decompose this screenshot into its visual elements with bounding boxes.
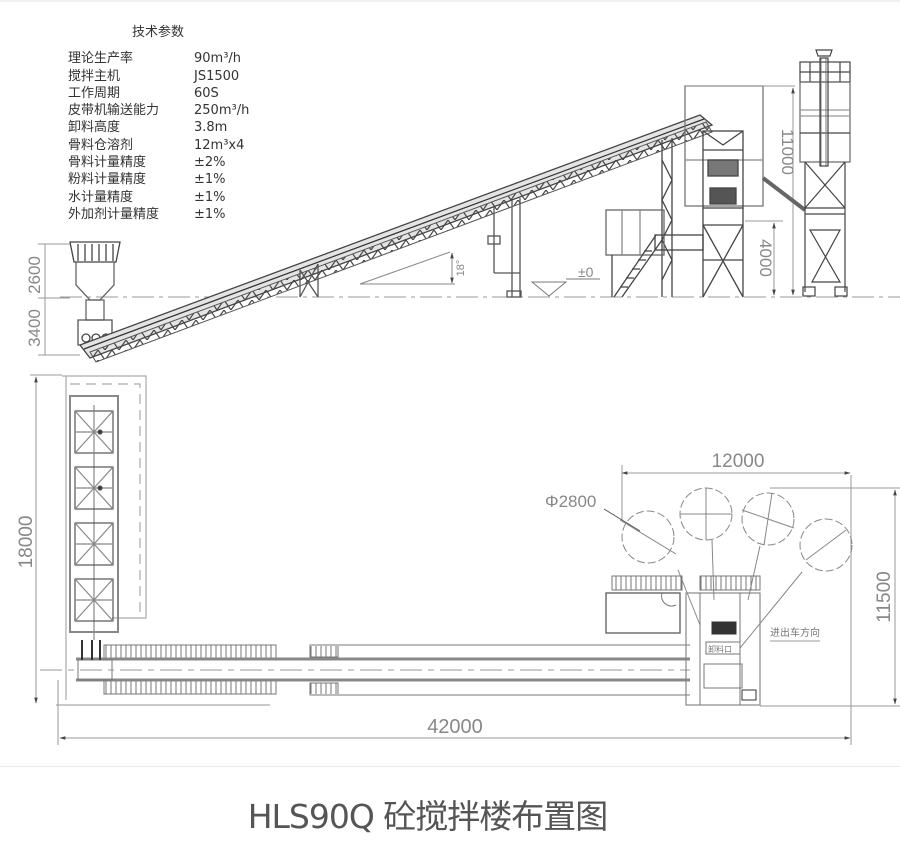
spec-value: 90m³/h bbox=[194, 51, 242, 67]
spec-value: 12m³x4 bbox=[194, 137, 245, 153]
spec-label: 理论生产率 bbox=[68, 51, 134, 67]
mixer-label: 卸料口 bbox=[708, 644, 732, 654]
tower-dims bbox=[685, 85, 795, 296]
spec-table: 技术参数 理论生产率 90m³/h 搅拌主机 JS1500 工作周期 60S 皮带机输… bbox=[68, 24, 249, 223]
spec-row: 理论生产率 90m³/h bbox=[68, 50, 249, 67]
belt-conveyor bbox=[78, 114, 714, 363]
dim-silo-span: 12000 bbox=[712, 451, 765, 472]
spec-row: 卸料高度 3.8m bbox=[68, 119, 249, 136]
spec-label: 外加剂计量精度 bbox=[68, 206, 160, 222]
truck-direction-label: 进出车方向 bbox=[770, 626, 820, 639]
spec-label: 粉料计量精度 bbox=[68, 172, 147, 188]
spec-label: 骨料计量精度 bbox=[68, 155, 147, 171]
spec-label: 卸料高度 bbox=[68, 120, 121, 136]
spec-row: 皮带机输送能力 250m³/h bbox=[68, 102, 249, 119]
ground-marker bbox=[530, 278, 600, 297]
spec-row: 骨料仓溶剂 12m³x4 bbox=[68, 137, 249, 154]
spec-value: ±2% bbox=[194, 155, 226, 171]
dim-bin-length: 18000 bbox=[16, 516, 37, 569]
aggregate-hopper bbox=[69, 241, 121, 346]
spec-label: 工作周期 bbox=[68, 85, 121, 101]
spec-value: JS1500 bbox=[194, 68, 240, 84]
silo-span-dim bbox=[621, 465, 851, 520]
spec-value: 60S bbox=[194, 85, 219, 101]
dim-ground-level: ±0 bbox=[578, 264, 594, 280]
spec-row: 骨料计量精度 ±2% bbox=[68, 154, 249, 171]
spec-value: ±1% bbox=[194, 189, 226, 205]
spec-row: 粉料计量精度 ±1% bbox=[68, 171, 249, 188]
cement-silo bbox=[799, 49, 851, 297]
silo-circles bbox=[621, 487, 853, 572]
tower-plan bbox=[605, 575, 761, 706]
bins-dim bbox=[30, 374, 62, 704]
dim-platform-height: 4000 bbox=[756, 239, 775, 277]
dim-total-length: 42000 bbox=[427, 716, 483, 738]
dim-hopper-height: 2600 bbox=[25, 256, 44, 294]
spec-row: 水计量精度 ±1% bbox=[68, 189, 249, 206]
spec-label: 搅拌主机 bbox=[68, 68, 121, 84]
dim-tower-height: 11000 bbox=[778, 129, 797, 175]
dim-silo-diameter: Φ2800 bbox=[545, 492, 596, 511]
layout-drawing: 2600 3400 18° bbox=[16, 49, 900, 745]
spec-label: 骨料仓溶剂 bbox=[68, 137, 134, 153]
spec-value: ±1% bbox=[194, 206, 226, 222]
total-dim bbox=[57, 475, 852, 745]
dim-hopper-base: 3400 bbox=[25, 309, 44, 347]
left-elevation-dims bbox=[38, 243, 80, 356]
elevation-view: 2600 3400 18° bbox=[25, 49, 900, 363]
caption-separator bbox=[0, 766, 900, 767]
conveyor-supports bbox=[299, 198, 522, 298]
spec-value: 3.8m bbox=[194, 120, 228, 136]
spec-label: 皮带机输送能力 bbox=[68, 103, 160, 119]
diameter-leader bbox=[603, 508, 641, 532]
plan-view: 18000 42000 12000 bbox=[16, 374, 900, 745]
screw-conveyor bbox=[761, 176, 807, 212]
top-border bbox=[0, 0, 900, 2]
conveyor-plan bbox=[40, 640, 690, 696]
spec-row: 搅拌主机 JS1500 bbox=[68, 68, 249, 85]
spec-row: 外加剂计量精度 ±1% bbox=[68, 206, 249, 223]
dim-slope: 18° bbox=[455, 260, 467, 277]
spec-value: 250m³/h bbox=[194, 103, 250, 119]
dim-silo-depth: 11500 bbox=[874, 571, 895, 622]
site-boundary bbox=[56, 375, 270, 706]
mixing-tower bbox=[605, 85, 764, 298]
spec-value: ±1% bbox=[194, 172, 226, 188]
spec-label: 水计量精度 bbox=[68, 189, 134, 205]
aggregate-bins bbox=[69, 395, 119, 640]
silo-depth-dim bbox=[760, 487, 900, 707]
spec-row: 工作周期 60S bbox=[68, 85, 249, 102]
spec-title: 技术参数 bbox=[132, 25, 185, 40]
slope-annotation bbox=[359, 251, 455, 285]
drawing-caption: HLS90Q 砼搅拌楼布置图 bbox=[247, 797, 609, 836]
